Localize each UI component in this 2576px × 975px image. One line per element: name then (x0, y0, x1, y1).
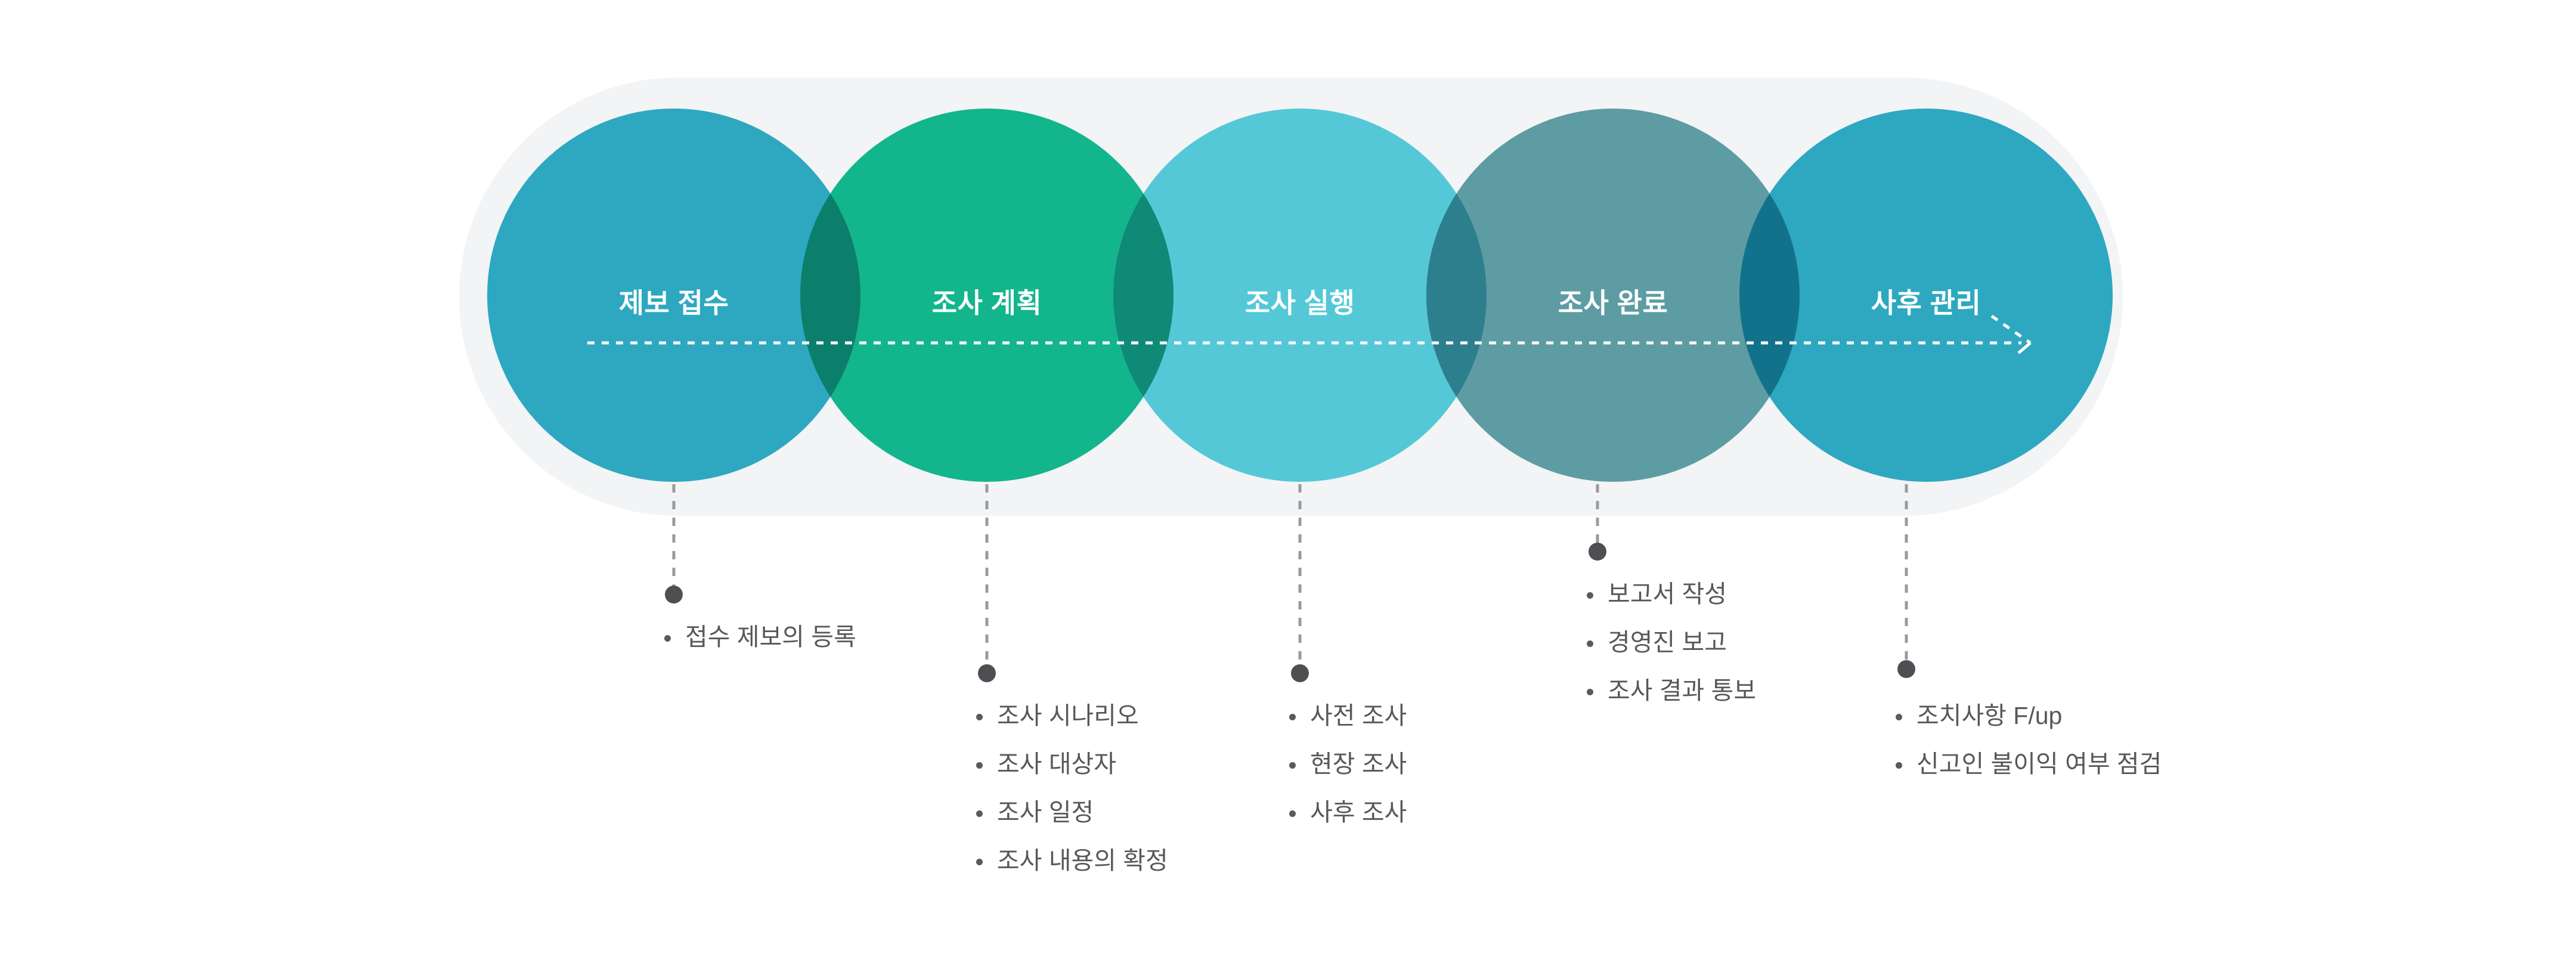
connector-5 (1897, 484, 1915, 678)
list-item: 조치사항 F/up (1896, 702, 2162, 730)
stage-bullets-5: 조치사항 F/up 신고인 불이익 여부 점검 (1896, 702, 2162, 778)
stage-label-3: 조사 실행 (1244, 287, 1355, 318)
bullet-dot-icon (1896, 762, 1902, 769)
list-item: 신고인 불이익 여부 점검 (1896, 750, 2162, 778)
bullet-label: 조치사항 F/up (1916, 702, 2063, 729)
bullet-label: 조사 일정 (997, 798, 1094, 827)
connector-4 (1589, 484, 1606, 561)
stage-bullets-1: 접수 제보의 등록 (664, 623, 856, 651)
bullet-label: 조사 대상자 (997, 750, 1116, 778)
bullet-label: 조사 시나리오 (997, 702, 1139, 729)
bullet-dot-icon (976, 859, 983, 866)
bullet-dot-icon (1587, 689, 1593, 696)
stage-circle-2[interactable] (800, 109, 1174, 482)
stage-bullets-4: 보고서 작성 경영진 보고 조사 결과 통보 (1587, 580, 1756, 705)
list-item: 사전 조사 (1289, 702, 1407, 730)
bullet-dot-icon (1289, 714, 1296, 720)
bullet-label: 접수 제보의 등록 (685, 623, 856, 651)
list-item: 조사 내용의 확정 (976, 847, 1168, 875)
bullet-label: 사전 조사 (1310, 702, 1407, 729)
bullet-label: 현장 조사 (1310, 750, 1407, 778)
connector-3 (1291, 484, 1309, 682)
stage-label-1: 제보 접수 (618, 287, 729, 318)
list-item: 조사 일정 (976, 798, 1168, 827)
stage-bullets-2: 조사 시나리오 조사 대상자 조사 일정 조사 내용의 확정 (976, 702, 1168, 875)
bullet-dot-icon (1289, 762, 1296, 769)
bullet-dot-icon (976, 762, 983, 769)
stage-circle-3[interactable] (1113, 109, 1487, 482)
bullet-dot-icon (1896, 714, 1902, 720)
stage-bullets-3: 사전 조사 현장 조사 사후 조사 (1289, 702, 1407, 827)
connector-2 (978, 484, 996, 682)
stage-label-5: 사후 관리 (1871, 287, 1981, 318)
list-item: 접수 제보의 등록 (664, 623, 856, 651)
connector-1 (665, 484, 683, 603)
stage-circle-5[interactable] (1739, 109, 2113, 482)
stage-circle-1[interactable] (487, 109, 860, 482)
flow-arrow-icon-lower (2017, 342, 2032, 354)
stage-label-2: 조사 계획 (931, 287, 1042, 318)
list-item: 경영진 보고 (1587, 629, 1756, 657)
bullet-label: 조사 결과 통보 (1608, 677, 1757, 705)
bullet-label: 조사 내용의 확정 (997, 847, 1168, 875)
bullet-dot-icon (976, 714, 983, 720)
bullet-label: 신고인 불이익 여부 점검 (1916, 750, 2162, 778)
list-item: 조사 대상자 (976, 750, 1168, 778)
bullet-dot-icon (1289, 810, 1296, 818)
bullet-label: 보고서 작성 (1608, 580, 1727, 608)
bullet-dot-icon (664, 635, 671, 642)
list-item: 현장 조사 (1289, 750, 1407, 778)
stage-label-4: 조사 완료 (1558, 287, 1668, 318)
bullet-label: 경영진 보고 (1608, 629, 1727, 657)
bullet-dot-icon (976, 810, 983, 818)
bullet-label: 사후 조사 (1310, 798, 1407, 827)
bullet-dot-icon (1587, 592, 1593, 599)
list-item: 조사 시나리오 (976, 702, 1168, 730)
stage-circle-4[interactable] (1426, 109, 1800, 482)
list-item: 조사 결과 통보 (1587, 677, 1756, 705)
list-item: 보고서 작성 (1587, 580, 1756, 608)
bullet-dot-icon (1587, 640, 1593, 648)
list-item: 사후 조사 (1289, 798, 1407, 827)
